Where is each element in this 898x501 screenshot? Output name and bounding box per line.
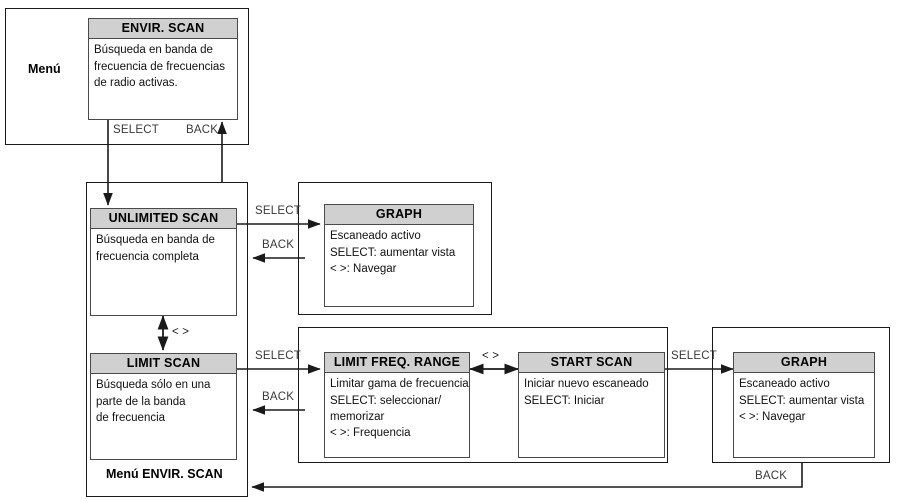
card-limit-freq-range-title: LIMIT FREQ. RANGE [325, 353, 469, 374]
card-line: de radio activas. [94, 77, 178, 90]
card-start-scan-body: Iniciar nuevo escaneado SELECT: Iniciar [519, 373, 664, 409]
card-graph-bottom-title: GRAPH [734, 353, 874, 374]
edge-label-unlimited-back: BACK [262, 239, 295, 251]
card-line: frecuencia de frecuencias [94, 60, 226, 73]
card-line: SELECT: Iniciar [524, 394, 605, 407]
card-unlimited-scan-body: Búsqueda en banda de frecuencia completa [91, 229, 236, 265]
card-limit-scan-body: Búsqueda sólo en una parte de la banda d… [91, 374, 236, 426]
graph-top-group-frame [298, 182, 492, 315]
card-start-scan-title: START SCAN [519, 353, 664, 374]
card-line: Búsqueda en banda de [94, 44, 213, 57]
edge-label-menu-select: SELECT [113, 124, 159, 136]
card-line: Búsqueda en banda de [96, 234, 215, 247]
card-limit-scan-title: LIMIT SCAN [91, 354, 236, 375]
card-line: parte de la banda [96, 395, 186, 408]
edge-label-limit-back: BACK [262, 391, 295, 403]
card-line: frecuencia completa [96, 250, 199, 263]
edge-label-limit-select: SELECT [255, 350, 301, 362]
card-limit-freq-range-body: Limitar gama de frecuencia SELECT: selec… [325, 373, 469, 441]
card-limit-scan[interactable]: LIMIT SCAN Búsqueda sólo en una parte de… [90, 353, 237, 460]
card-graph-top[interactable]: GRAPH Escaneado activo SELECT: aumentar … [324, 204, 474, 307]
card-line: < >: Navegar [330, 263, 397, 276]
edge-label-scan-toggle: < > [172, 326, 190, 338]
edge-label-menu-back: BACK [186, 124, 219, 136]
card-line: memorizar [330, 411, 385, 424]
card-line: Escaneado activo [739, 378, 830, 391]
edge-label-start-select: SELECT [671, 350, 717, 362]
card-envir-scan-title: ENVIR. SCAN [89, 19, 237, 40]
graph-bottom-group-frame [712, 327, 890, 463]
card-line: SELECT: aumentar vista [739, 394, 865, 407]
envir-scan-menu-group-label: Menú ENVIR. SCAN [106, 467, 223, 481]
menu-group-label: Menú [28, 62, 61, 76]
card-envir-scan[interactable]: ENVIR. SCAN Búsqueda en banda de frecuen… [88, 18, 238, 120]
envir-scan-menu-group-frame [86, 182, 248, 497]
card-line: de frecuencia [96, 412, 166, 425]
menu-group-frame [5, 8, 249, 145]
edge-label-unlimited-select: SELECT [255, 205, 301, 217]
card-line: < >: Frequencia [330, 427, 411, 440]
card-start-scan[interactable]: START SCAN Iniciar nuevo escaneado SELEC… [518, 352, 665, 458]
card-limit-freq-range[interactable]: LIMIT FREQ. RANGE Limitar gama de frecue… [324, 352, 470, 458]
edge-label-range-toggle: < > [482, 350, 500, 362]
card-envir-scan-body: Búsqueda en banda de frecuencia de frecu… [89, 39, 237, 91]
card-graph-bottom[interactable]: GRAPH Escaneado activo SELECT: aumentar … [733, 352, 875, 458]
limit-range-group-frame [298, 327, 668, 463]
card-unlimited-scan[interactable]: UNLIMITED SCAN Búsqueda en banda de frec… [90, 208, 237, 316]
card-graph-top-title: GRAPH [325, 205, 473, 226]
card-line: Iniciar nuevo escaneado [524, 378, 649, 391]
card-line: Escaneado activo [330, 230, 421, 243]
card-line: SELECT: seleccionar/ [330, 394, 442, 407]
card-line: Limitar gama de frecuencia [330, 378, 469, 391]
card-graph-bottom-body: Escaneado activo SELECT: aumentar vista … [734, 373, 874, 425]
edge-label-graph-back: BACK [755, 470, 788, 482]
card-line: SELECT: aumentar vista [330, 246, 456, 259]
card-unlimited-scan-title: UNLIMITED SCAN [91, 209, 236, 230]
card-line: < >: Navegar [739, 411, 806, 424]
card-graph-top-body: Escaneado activo SELECT: aumentar vista … [325, 225, 473, 277]
card-line: Búsqueda sólo en una [96, 379, 211, 392]
